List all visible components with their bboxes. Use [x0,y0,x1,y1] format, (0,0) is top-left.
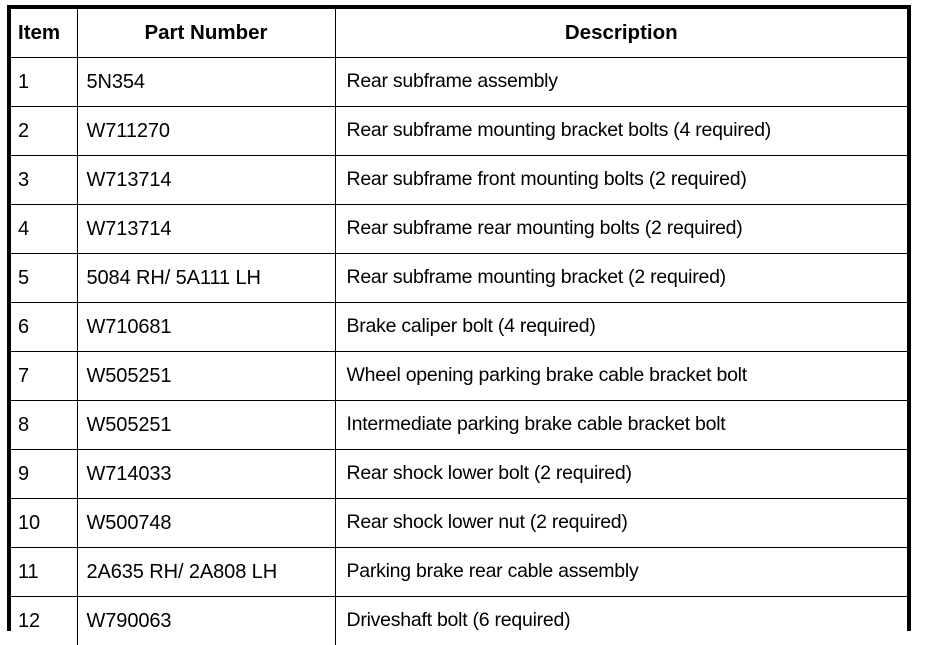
cell-description: Rear subframe rear mounting bolts (2 req… [335,205,907,254]
table-header: Item Part Number Description [11,9,907,58]
cell-description: Rear subframe front mounting bolts (2 re… [335,156,907,205]
cell-part-number: W713714 [77,205,335,254]
cell-description: Rear subframe mounting bracket bolts (4 … [335,107,907,156]
cell-item: 11 [11,548,77,597]
cell-item: 8 [11,401,77,450]
cell-part-number: W710681 [77,303,335,352]
cell-item: 7 [11,352,77,401]
cell-description: Rear shock lower bolt (2 required) [335,450,907,499]
cell-item: 5 [11,254,77,303]
header-row: Item Part Number Description [11,9,907,58]
cell-part-number: W505251 [77,401,335,450]
cell-item: 4 [11,205,77,254]
cell-description: Rear subframe assembly [335,58,907,107]
cell-item: 12 [11,597,77,645]
cell-item: 9 [11,450,77,499]
column-header-description: Description [335,9,907,58]
cell-description: Brake caliper bolt (4 required) [335,303,907,352]
cell-part-number: W711270 [77,107,335,156]
cell-item: 2 [11,107,77,156]
cell-item: 1 [11,58,77,107]
cell-description: Rear subframe mounting bracket (2 requir… [335,254,907,303]
cell-part-number: 5N354 [77,58,335,107]
cell-part-number: 5084 RH/ 5A111 LH [77,254,335,303]
column-header-item: Item [11,9,77,58]
cell-description: Rear shock lower nut (2 required) [335,499,907,548]
cell-item: 10 [11,499,77,548]
cell-description: Intermediate parking brake cable bracket… [335,401,907,450]
cell-description: Wheel opening parking brake cable bracke… [335,352,907,401]
cell-part-number: W505251 [77,352,335,401]
cell-item: 6 [11,303,77,352]
cell-part-number: 2A635 RH/ 2A808 LH [77,548,335,597]
cell-part-number: W500748 [77,499,335,548]
cell-description: Parking brake rear cable assembly [335,548,907,597]
column-header-part-number: Part Number [77,9,335,58]
cell-part-number: W713714 [77,156,335,205]
cell-part-number: W790063 [77,597,335,645]
cell-description: Driveshaft bolt (6 required) [335,597,907,645]
cell-part-number: W714033 [77,450,335,499]
cell-item: 3 [11,156,77,205]
